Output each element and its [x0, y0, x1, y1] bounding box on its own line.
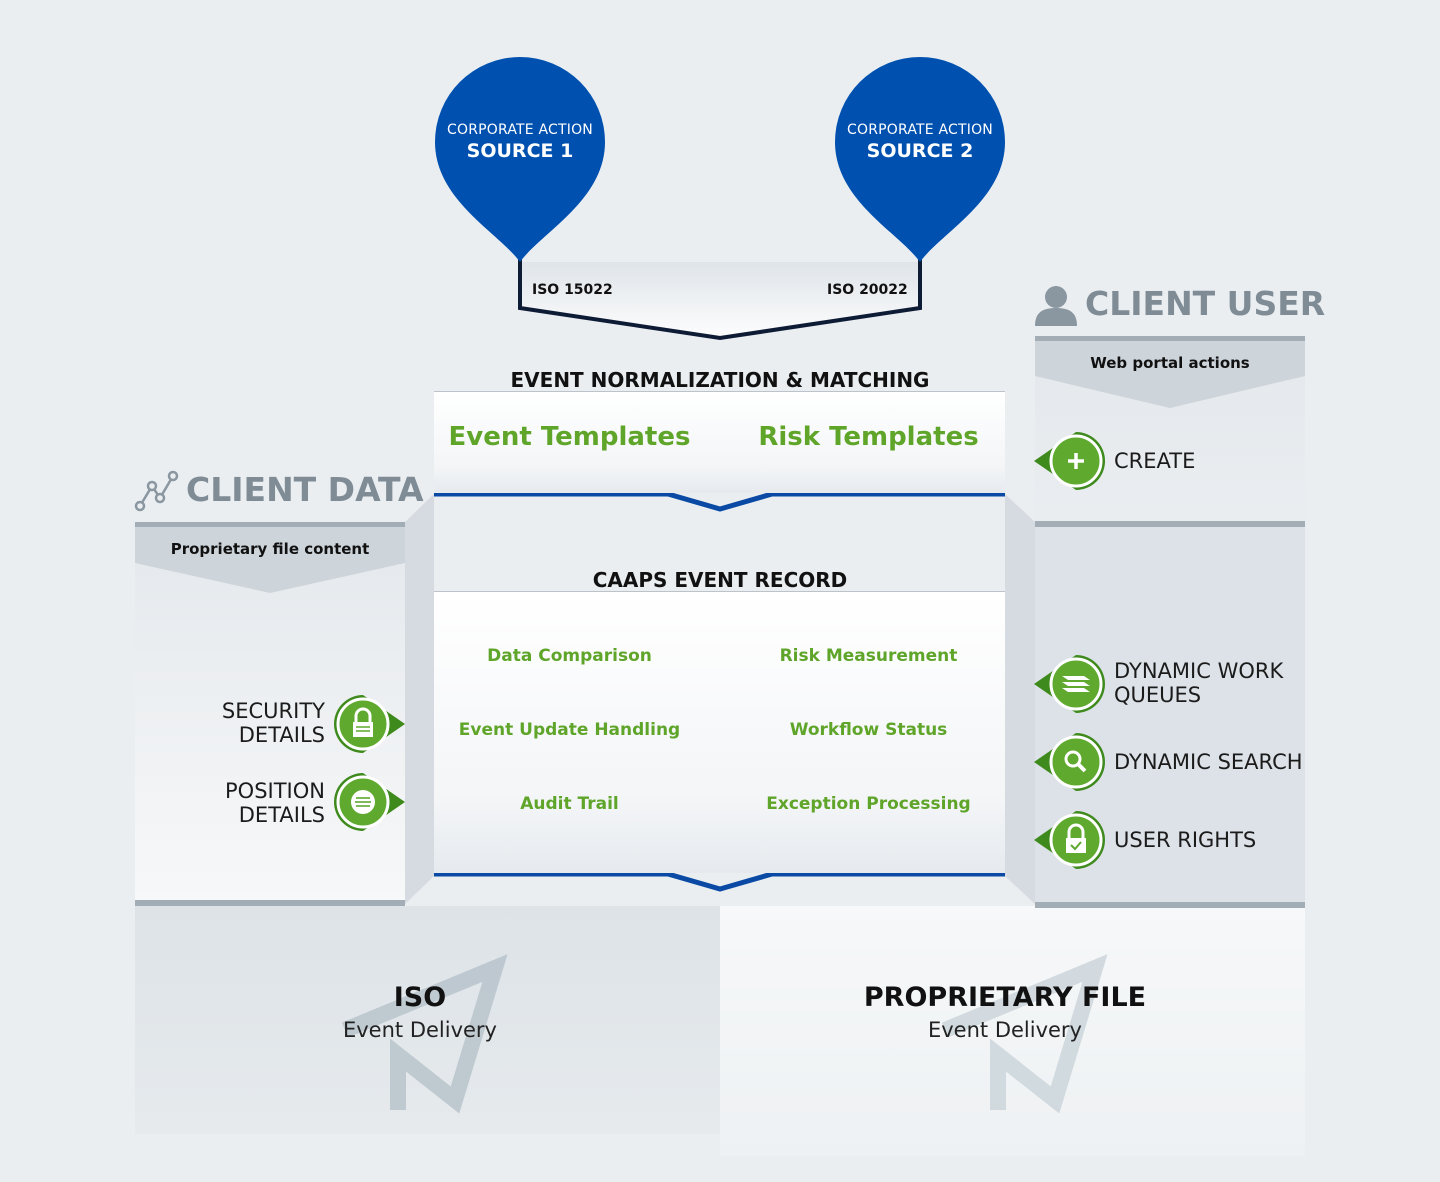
risk-templates-label: Risk Templates — [758, 422, 979, 452]
proprietary-delivery-title: PROPRIETARY FILE — [863, 982, 1147, 1013]
client-user-title: CLIENT USER — [1085, 284, 1326, 323]
position-details-label: POSITION DETAILS — [225, 779, 325, 827]
function-audit-trail: Audit Trail — [520, 794, 619, 814]
source-2-standard: ISO 20022 — [827, 282, 908, 298]
source-1-standard: ISO 15022 — [532, 282, 613, 298]
paper-plane-icon-left — [341, 954, 508, 1114]
search-icon — [1034, 733, 1105, 791]
iso-delivery-subtitle: Event Delivery — [342, 1018, 497, 1042]
source-1-title: SOURCE 1 — [466, 140, 574, 162]
client-data-banner — [135, 527, 405, 593]
event-record-title: CAAPS EVENT RECORD — [592, 568, 848, 592]
source-2-title: SOURCE 2 — [866, 140, 974, 162]
iso-delivery-title: ISO — [393, 982, 447, 1013]
lock-icon — [334, 695, 405, 753]
proprietary-delivery-subtitle: Event Delivery — [927, 1018, 1082, 1042]
normalization-title: EVENT NORMALIZATION & MATCHING — [510, 368, 930, 392]
source-1-pin-icon — [435, 57, 605, 262]
source-2: CORPORATE ACTION SOURCE 2 — [835, 122, 1005, 162]
event-record-panel: Data Comparison Risk Measurement Event U… — [434, 591, 1005, 873]
lock-check-icon — [1034, 811, 1105, 869]
source-2-pin-icon — [835, 57, 1005, 262]
function-data-comparison: Data Comparison — [487, 646, 652, 666]
chart-line-icon — [134, 470, 179, 512]
paper-plane-icon-right — [941, 954, 1108, 1114]
source-1: CORPORATE ACTION SOURCE 1 — [435, 122, 605, 162]
source-1-subtitle: CORPORATE ACTION — [447, 122, 593, 138]
client-user-banner-text: Web portal actions — [1090, 354, 1250, 372]
proprietary-delivery-area — [720, 906, 1305, 1156]
source-2-subtitle: CORPORATE ACTION — [847, 122, 993, 138]
stack-icon — [1034, 655, 1105, 713]
dynamic-work-queues-label: DYNAMIC WORK QUEUES — [1114, 659, 1284, 707]
user-rights-label: USER RIGHTS — [1114, 828, 1257, 852]
source-connector — [518, 258, 922, 341]
function-risk-measurement: Risk Measurement — [779, 646, 958, 666]
iso-delivery-area — [135, 906, 720, 1134]
client-data-banner-text: Proprietary file content — [170, 540, 370, 558]
dynamic-search-label: DYNAMIC SEARCH — [1114, 750, 1303, 774]
security-details-label: SECURITY DETAILS — [221, 699, 325, 747]
function-exception-processing: Exception Processing — [766, 794, 971, 814]
client-data-title: CLIENT DATA — [186, 470, 424, 509]
plus-icon — [1034, 432, 1106, 491]
function-event-update-handling: Event Update Handling — [458, 720, 681, 740]
seal-icon — [334, 773, 405, 831]
client-user-banner — [1035, 341, 1305, 408]
create-label: CREATE — [1114, 449, 1196, 473]
user-icon — [1035, 286, 1077, 326]
normalization-panel: Event Templates Risk Templates — [434, 391, 1005, 493]
event-templates-label: Event Templates — [448, 422, 691, 452]
function-workflow-status: Workflow Status — [789, 720, 948, 740]
